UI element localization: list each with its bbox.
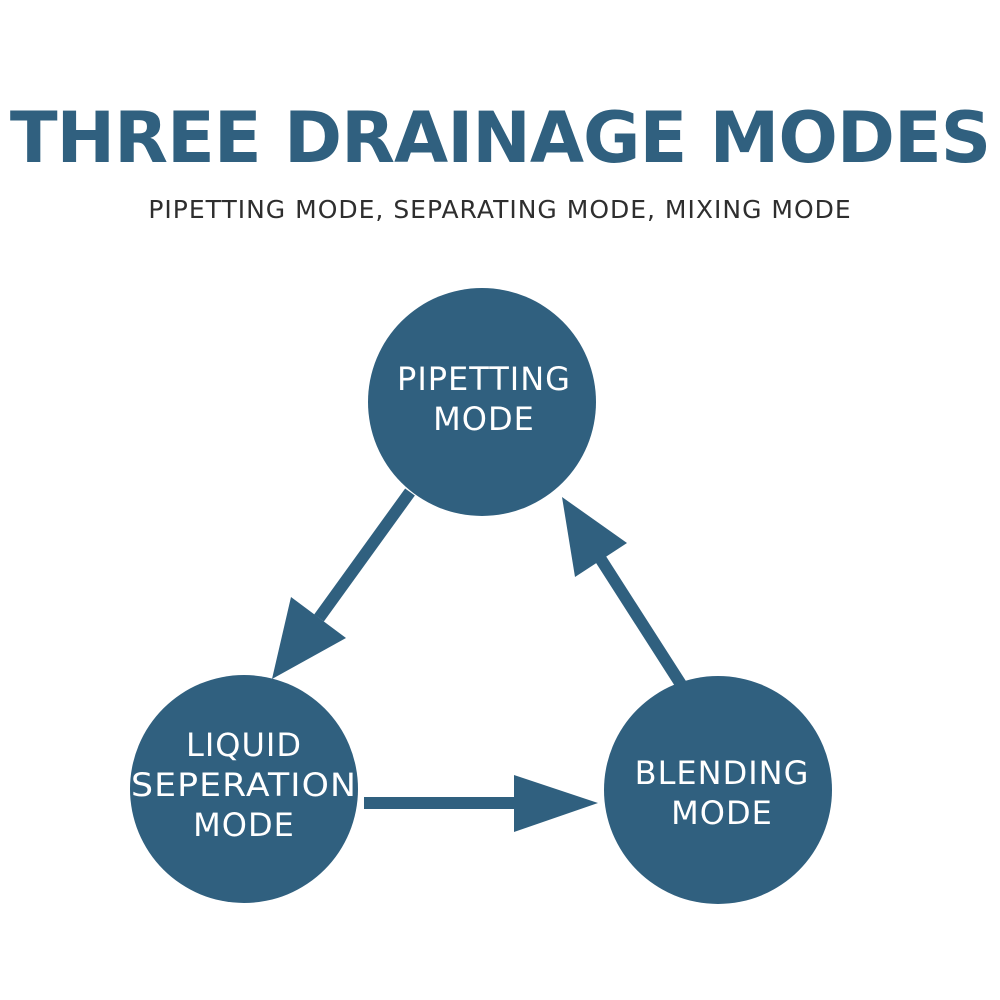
node-label-line: MODE (193, 806, 295, 844)
diagram-title: THREE DRAINAGE MODES (9, 97, 991, 179)
arrow-head (272, 597, 346, 679)
node-circle (130, 675, 358, 903)
arrow-head (514, 775, 598, 832)
arrow-shaft (594, 554, 688, 690)
node-circle (368, 288, 596, 516)
node-label-line: PIPETTING (397, 360, 571, 398)
node-label-line: SEPERATION (131, 766, 357, 804)
node-pipetting-mode: PIPETTING MODE (368, 288, 596, 516)
diagram-subtitle: PIPETTING MODE, SEPARATING MODE, MIXING … (148, 195, 852, 224)
arrow-separation-to-blending (364, 775, 598, 832)
arrow-shaft (314, 488, 415, 622)
node-label-line: MODE (671, 794, 773, 832)
node-circle (604, 676, 832, 904)
node-label-line: MODE (433, 400, 535, 438)
node-liquid-separation-mode: LIQUID SEPERATION MODE (130, 675, 358, 903)
arrow-pipetting-to-separation (272, 488, 415, 679)
arrow-blending-to-pipetting (562, 497, 688, 690)
node-label-line: LIQUID (186, 726, 302, 764)
node-label-line: BLENDING (635, 754, 810, 792)
arrow-head (562, 497, 627, 577)
node-blending-mode: BLENDING MODE (604, 676, 832, 904)
